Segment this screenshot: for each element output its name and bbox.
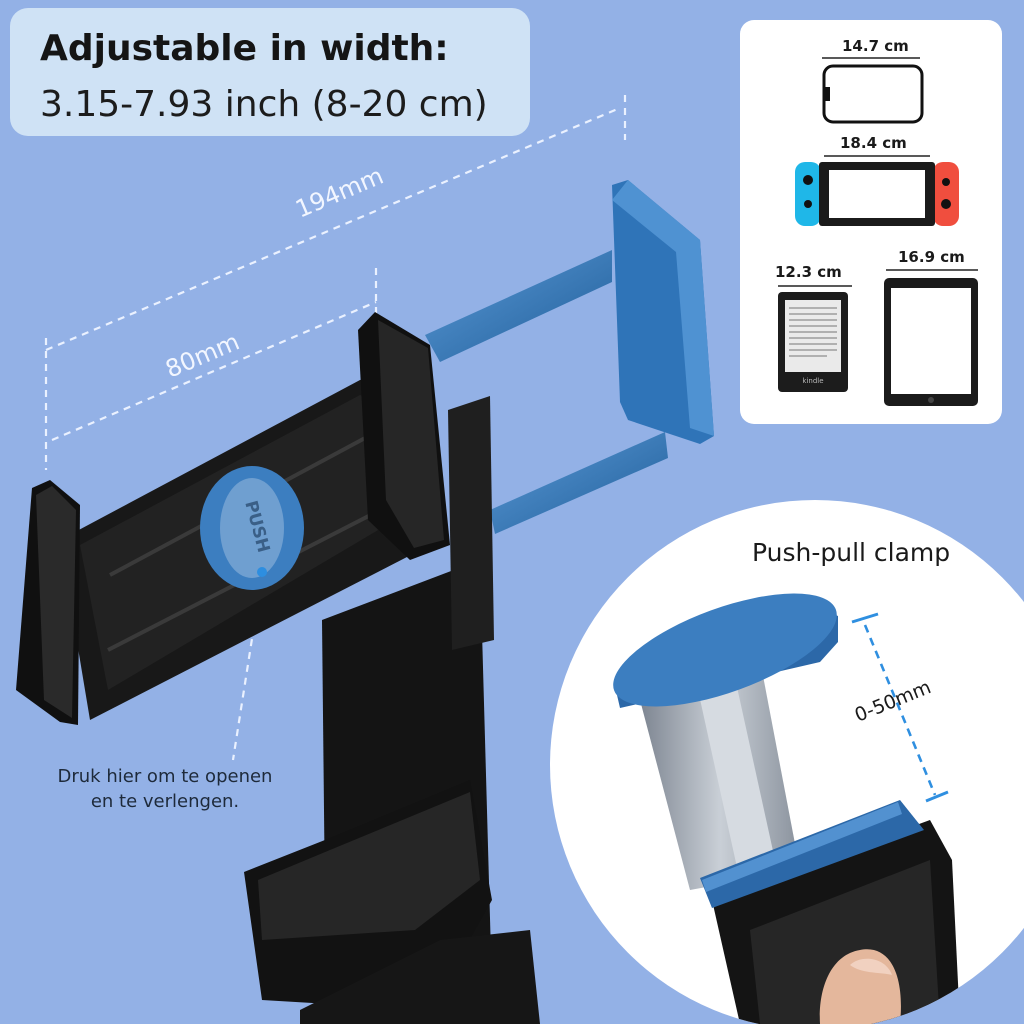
game-console-icon	[795, 155, 959, 226]
tablet-icon	[884, 269, 978, 406]
headline-title: Adjustable in width:	[40, 28, 449, 69]
device-compatibility-card: 14.7 cm 18.4 cm 12.3 cm kin	[740, 20, 1002, 424]
headline-box: Adjustable in width: 3.15-7.93 inch (8-2…	[10, 8, 530, 136]
headline-subtitle: 3.15-7.93 inch (8-20 cm)	[40, 84, 488, 125]
press-instruction: Druk hier om te openen en te verlengen.	[20, 764, 310, 814]
ereader-size-label: 12.3 cm	[775, 263, 842, 281]
phone-holder: PUSH	[16, 180, 714, 1024]
dimension-inner-label: 80mm	[161, 328, 243, 384]
phone-size-label: 14.7 cm	[842, 37, 909, 55]
phone-icon	[822, 57, 924, 124]
dimension-outer-label: 194mm	[291, 162, 387, 224]
svg-text:kindle: kindle	[802, 377, 823, 385]
console-size-label: 18.4 cm	[840, 134, 907, 152]
ereader-icon: kindle	[778, 285, 852, 392]
clamp-title: Push-pull clamp	[752, 538, 951, 567]
press-instruction-line-2: en te verlengen.	[90, 791, 240, 812]
clamp-detail: 0-50mm	[550, 500, 1024, 1024]
tablet-size-label: 16.9 cm	[898, 248, 965, 266]
press-instruction-line-1: Druk hier om te openen	[57, 766, 273, 787]
